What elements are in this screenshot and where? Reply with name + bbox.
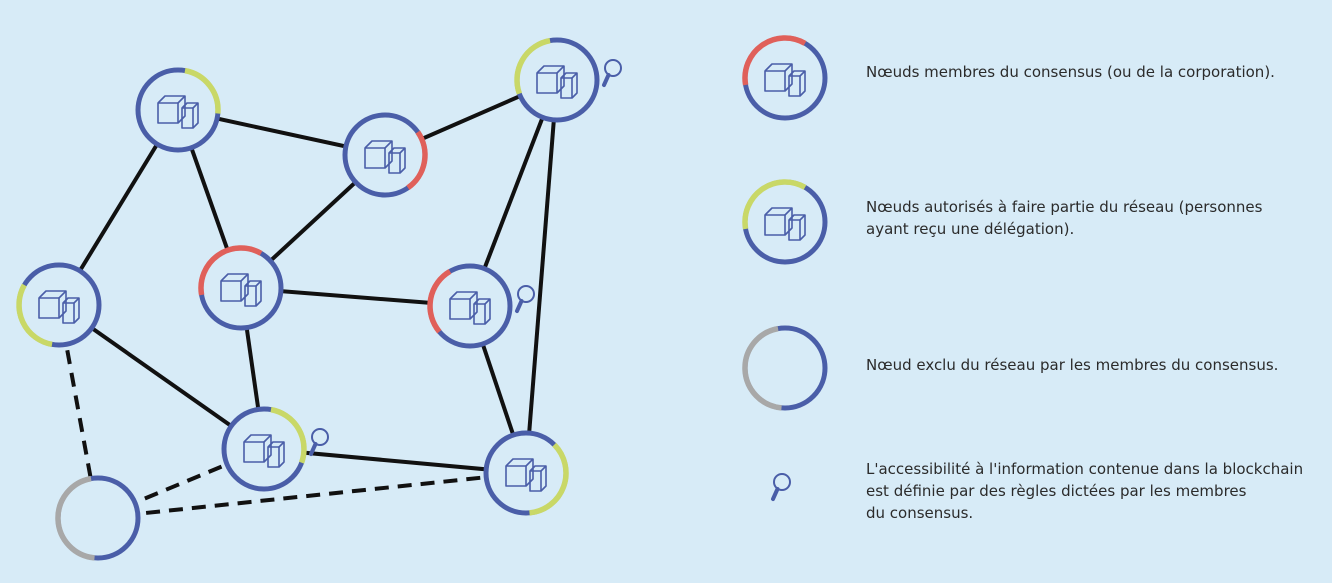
- network-node-n5: [16, 262, 102, 348]
- node-status-arc: [16, 283, 53, 348]
- blockchain-cubes-icon: [505, 458, 547, 492]
- blockchain-cubes-icon: [764, 207, 806, 241]
- network-node-n6: [427, 263, 535, 349]
- node-status-arc: [55, 475, 95, 561]
- network-node-n2: [342, 112, 428, 198]
- legend-excluded-text: Nœud exclu du réseau par les membres du …: [866, 356, 1279, 374]
- network-nodes: [16, 37, 622, 561]
- node-status-arc: [184, 67, 221, 114]
- blockchain-cubes-icon: [243, 434, 285, 468]
- network-node-n9: [55, 475, 141, 561]
- node-status-arc: [427, 268, 452, 334]
- solid-edge: [524, 79, 559, 474]
- network-node-n4: [198, 245, 284, 331]
- magnifier-icon: [771, 473, 791, 501]
- node-status-arc: [742, 325, 782, 411]
- dashed-edge: [97, 471, 527, 520]
- blockchain-cubes-icon: [220, 273, 262, 307]
- legend-authorized-text: Nœuds autorisés à faire partie du réseau…: [866, 198, 1263, 238]
- legend-authorized-icon: [742, 179, 828, 265]
- magnifier-icon: [309, 428, 329, 456]
- solid-edge: [263, 447, 527, 475]
- magnifier-icon: [602, 59, 622, 87]
- legend-access-text: L'accessibilité à l'information contenue…: [866, 460, 1304, 522]
- node-status-arc: [742, 179, 807, 230]
- node-status-arc: [270, 406, 307, 464]
- blockchain-cubes-icon: [764, 63, 806, 97]
- network-node-n3: [514, 37, 622, 123]
- node-status-arc: [514, 37, 551, 95]
- legend-icons: [742, 35, 828, 501]
- legend-consensus-icon: [742, 35, 828, 121]
- blockchain-cubes-icon: [38, 290, 80, 324]
- blockchain-cubes-icon: [364, 140, 406, 174]
- node-status-arc: [406, 130, 428, 191]
- node-status-arc: [529, 442, 569, 516]
- network-node-n8: [483, 430, 569, 516]
- legend-excluded-icon: [742, 325, 828, 411]
- blockchain-cubes-icon: [536, 65, 578, 99]
- network-node-n7: [221, 406, 329, 492]
- node-status-arc: [198, 245, 263, 296]
- network-node-n1: [135, 67, 221, 153]
- blockchain-cubes-icon: [157, 95, 199, 129]
- node-status-arc: [742, 35, 807, 86]
- magnifier-icon: [515, 285, 535, 313]
- blockchain-cubes-icon: [449, 291, 491, 325]
- legend-consensus-text: Nœuds membres du consensus (ou de la cor…: [866, 63, 1275, 81]
